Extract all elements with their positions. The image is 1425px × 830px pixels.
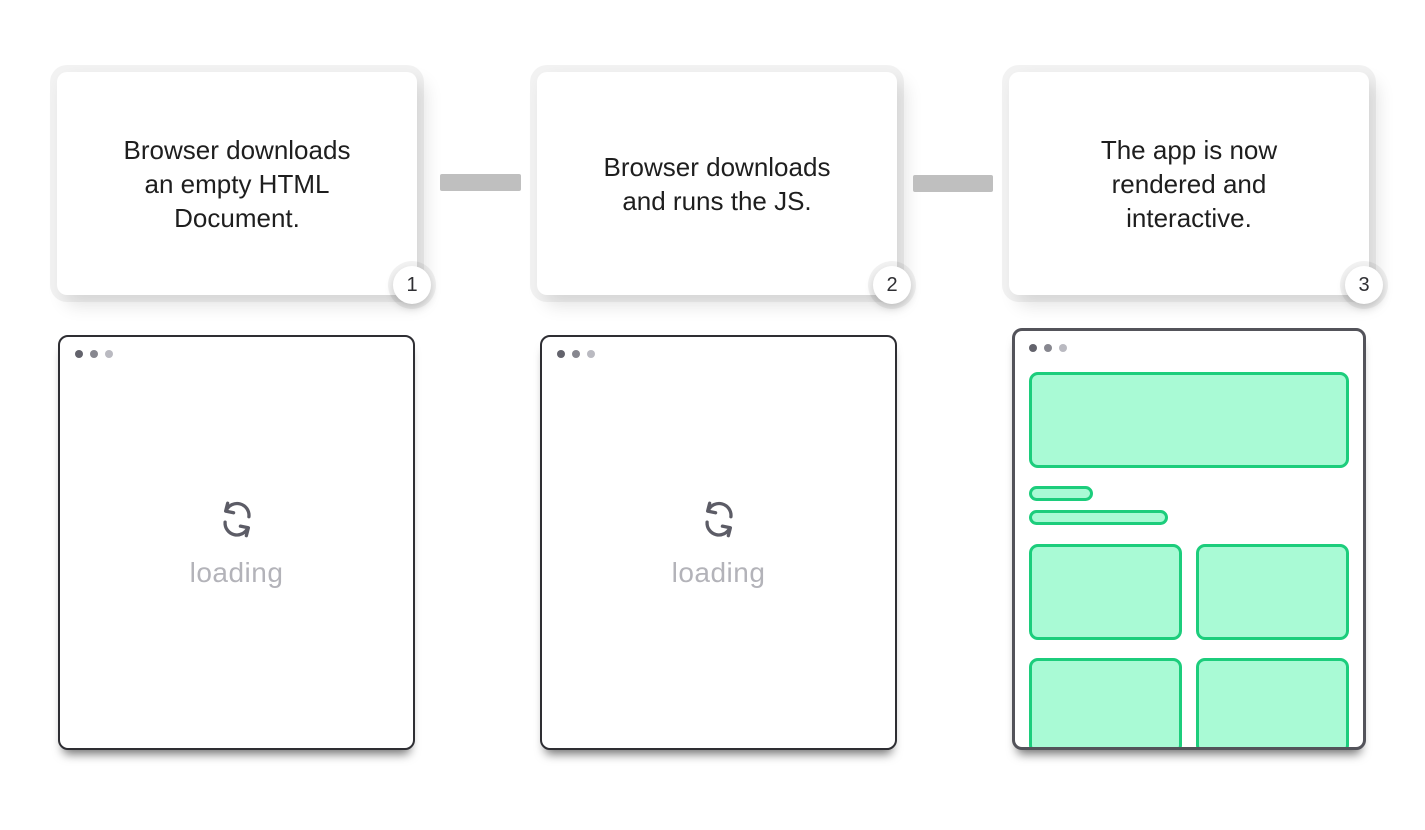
window-dot-icon bbox=[557, 350, 565, 358]
window-controls bbox=[1015, 331, 1363, 352]
step-description: The app is now rendered and interactive. bbox=[1100, 134, 1278, 233]
browser-window-rendered bbox=[1012, 328, 1366, 750]
step-card-2: Browser downloads and runs the JS. 2 bbox=[537, 72, 911, 304]
content-block bbox=[1196, 544, 1349, 640]
content-block-grid bbox=[1029, 544, 1349, 747]
step-description: Browser downloads an empty HTML Document… bbox=[123, 134, 351, 233]
window-dot-icon bbox=[90, 350, 98, 358]
connector-bar bbox=[440, 174, 521, 191]
step-number-badge: 1 bbox=[393, 266, 431, 304]
loading-state: loading bbox=[60, 337, 413, 748]
step-card-1: Browser downloads an empty HTML Document… bbox=[57, 72, 431, 304]
window-dot-icon bbox=[1029, 344, 1037, 352]
window-dot-icon bbox=[1044, 344, 1052, 352]
window-dot-icon bbox=[572, 350, 580, 358]
connector-bar bbox=[913, 175, 993, 192]
sync-icon bbox=[704, 501, 733, 538]
text-pill-long bbox=[1029, 510, 1168, 525]
content-block bbox=[1196, 658, 1349, 747]
loading-state: loading bbox=[542, 337, 895, 748]
window-controls bbox=[60, 337, 413, 358]
loading-label: loading bbox=[189, 557, 284, 588]
text-pill-short bbox=[1029, 486, 1093, 501]
window-dot-icon bbox=[587, 350, 595, 358]
step-description: Browser downloads and runs the JS. bbox=[603, 151, 831, 216]
rendered-app-content bbox=[1015, 372, 1363, 747]
step-number-badge: 2 bbox=[873, 266, 911, 304]
content-block bbox=[1029, 658, 1182, 747]
sync-icon bbox=[222, 501, 251, 538]
step-card-3: The app is now rendered and interactive.… bbox=[1009, 72, 1383, 304]
loading-label: loading bbox=[671, 557, 766, 588]
window-controls bbox=[542, 337, 895, 358]
window-dot-icon bbox=[1059, 344, 1067, 352]
browser-window-loading-2: loading bbox=[540, 335, 897, 750]
browser-window-loading-1: loading bbox=[58, 335, 415, 750]
hero-block bbox=[1029, 372, 1349, 468]
window-dot-icon bbox=[105, 350, 113, 358]
content-block bbox=[1029, 544, 1182, 640]
step-number-badge: 3 bbox=[1345, 266, 1383, 304]
window-dot-icon bbox=[75, 350, 83, 358]
